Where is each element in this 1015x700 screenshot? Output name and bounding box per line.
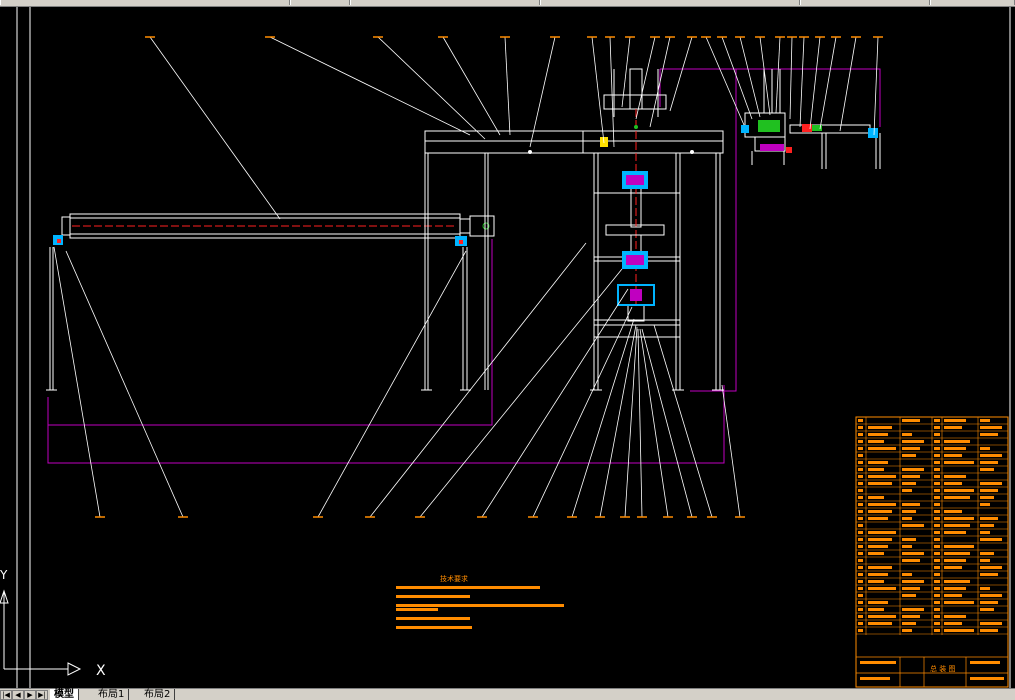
left-support-frame	[46, 247, 471, 391]
boundary-outlines	[47, 68, 881, 464]
vertical-lift-frame	[590, 68, 684, 391]
tab-layout1[interactable]: 布局1	[94, 689, 130, 700]
tab-model[interactable]: 模型	[50, 689, 79, 700]
ucs-y-label: Y	[0, 568, 8, 582]
top-rail	[421, 130, 724, 391]
balloon-leaders	[53, 36, 883, 518]
tab-layout2[interactable]: 布局2	[140, 689, 176, 700]
toolbar-segment[interactable]	[930, 0, 1015, 5]
gripper-assembly	[744, 69, 881, 169]
parts-list-table	[855, 416, 1009, 688]
drawing-canvas[interactable]: 技术要求 总 装 图 X Y	[0, 7, 1015, 688]
ucs-x-label: X	[96, 663, 106, 679]
drawing-frame	[16, 7, 1011, 688]
horizontal-cylinder[interactable]	[61, 213, 495, 239]
lift-components	[600, 125, 655, 306]
toolbar-segment[interactable]	[350, 0, 540, 5]
last-tab-button[interactable]: ▶|	[36, 690, 48, 700]
ucs-icon: X Y	[0, 568, 106, 679]
gripper-components	[741, 120, 878, 153]
notes-title: 技术要求	[440, 574, 468, 583]
first-tab-button[interactable]: |◀	[0, 690, 12, 700]
assembly-drawing[interactable]: 技术要求 总 装 图 X Y	[0, 7, 1015, 688]
toolbar-segment[interactable]	[0, 0, 290, 5]
cylinder-mounts	[53, 235, 467, 246]
drawing-name: 总 装 图	[930, 664, 955, 673]
layout-tab-bar: |◀ ◀ ▶ ▶| 模型 布局1 布局2	[0, 688, 1015, 700]
technical-notes: 技术要求	[396, 574, 564, 629]
toolbar-segment[interactable]	[290, 0, 350, 5]
next-tab-button[interactable]: ▶	[24, 690, 36, 700]
toolbar-segment[interactable]	[540, 0, 800, 5]
toolbar-segment[interactable]	[800, 0, 930, 5]
prev-tab-button[interactable]: ◀	[12, 690, 24, 700]
toolbar-strip	[0, 0, 1015, 7]
